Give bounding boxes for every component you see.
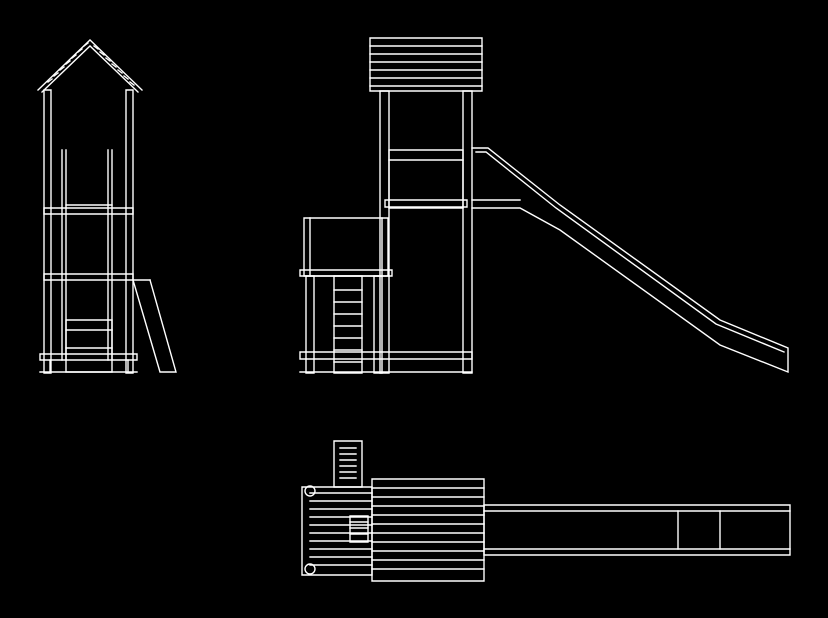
front-elevation-view bbox=[300, 38, 788, 373]
front-ladder bbox=[334, 276, 362, 373]
ground-deck-beam bbox=[300, 352, 472, 359]
lower-deck-posts bbox=[306, 276, 382, 373]
tower-rails bbox=[40, 205, 137, 360]
side-feet bbox=[40, 360, 137, 372]
plan-view bbox=[302, 441, 790, 581]
plan-slide bbox=[484, 505, 790, 555]
side-elevation-view bbox=[38, 40, 176, 373]
plan-lower-deck bbox=[302, 486, 372, 575]
upper-platform-panel bbox=[385, 150, 467, 208]
tower-roof bbox=[38, 40, 142, 92]
tower-top-panel bbox=[370, 38, 482, 91]
plan-inner-ladder bbox=[350, 516, 368, 542]
slide-side-profile bbox=[472, 148, 788, 372]
main-tower-posts bbox=[380, 91, 472, 373]
side-ladder bbox=[133, 280, 176, 372]
